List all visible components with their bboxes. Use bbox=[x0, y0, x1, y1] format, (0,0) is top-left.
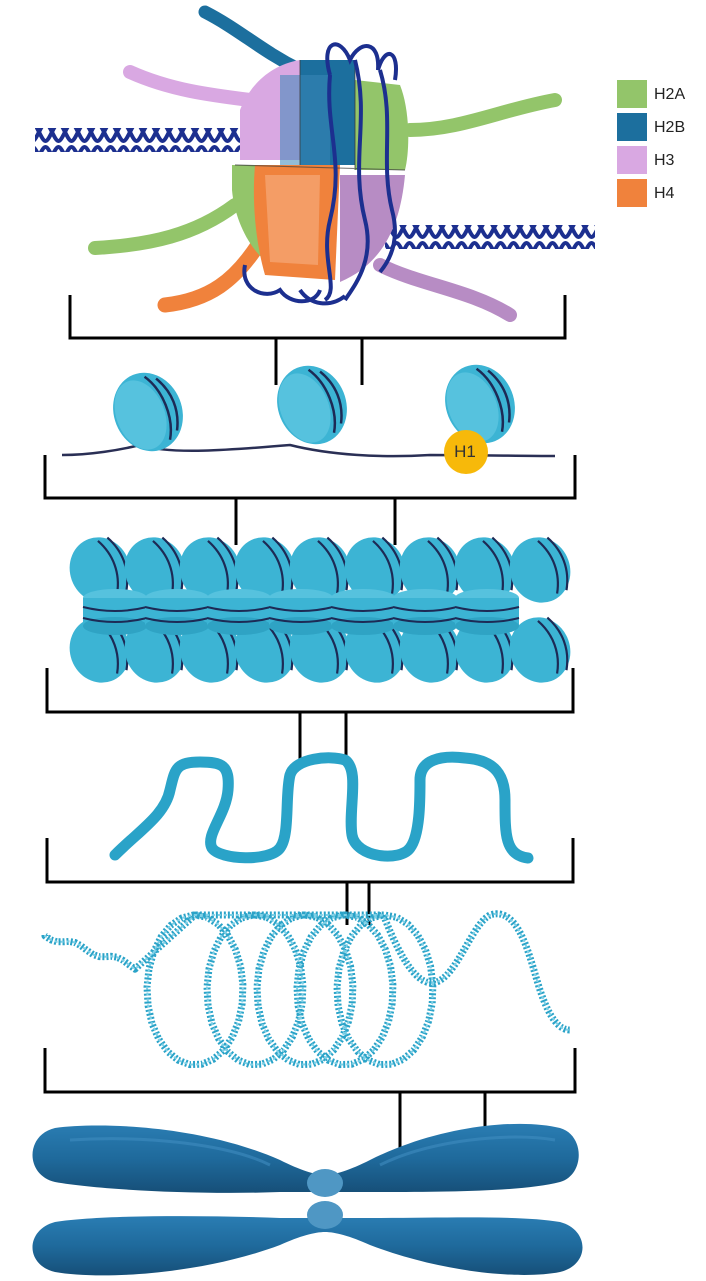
chromatid-lower bbox=[33, 1216, 583, 1275]
legend-swatch bbox=[617, 113, 647, 141]
coiled-fiber bbox=[45, 914, 570, 1065]
metaphase-chromosome bbox=[33, 1124, 583, 1276]
legend-item-h4: H4 bbox=[617, 179, 706, 208]
h2a-tail-right bbox=[410, 100, 555, 130]
h2a-quadrant-upper bbox=[355, 80, 408, 170]
h1-label: H1 bbox=[445, 437, 485, 467]
bracket-3 bbox=[47, 668, 573, 760]
nucleosome-bead-1 bbox=[101, 362, 194, 462]
dna-linker-right bbox=[385, 225, 595, 249]
chromatid-upper bbox=[33, 1124, 579, 1193]
h2b-highlight bbox=[280, 75, 330, 165]
nucleosome-core bbox=[35, 12, 595, 315]
nucleosome-bead-2 bbox=[265, 355, 358, 455]
legend-item-h2a: H2A bbox=[617, 80, 706, 109]
h2b-tail bbox=[205, 12, 300, 70]
centromere-lower bbox=[307, 1201, 343, 1229]
looped-fiber bbox=[115, 757, 528, 858]
legend-label: H2A bbox=[654, 86, 685, 103]
h3-tail bbox=[130, 72, 250, 100]
histone-legend: H2A H2B H3 H4 bbox=[617, 80, 706, 212]
legend-item-h2b: H2B bbox=[617, 113, 706, 142]
legend-label: H4 bbox=[654, 185, 674, 202]
legend-swatch bbox=[617, 179, 647, 207]
legend-swatch bbox=[617, 80, 647, 108]
bracket-2 bbox=[45, 455, 575, 545]
legend-item-h3: H3 bbox=[617, 146, 706, 175]
centromere-upper bbox=[307, 1169, 343, 1197]
h3-tail-right bbox=[380, 265, 510, 315]
dna-linker-left bbox=[35, 128, 245, 152]
coil-strand bbox=[45, 914, 570, 1065]
legend-swatch bbox=[617, 146, 647, 174]
h4-highlight bbox=[265, 175, 320, 265]
h2a-tail-left bbox=[95, 205, 235, 248]
solenoid-fiber bbox=[61, 529, 580, 692]
legend-label: H3 bbox=[654, 152, 674, 169]
legend-label: H2B bbox=[654, 119, 685, 136]
